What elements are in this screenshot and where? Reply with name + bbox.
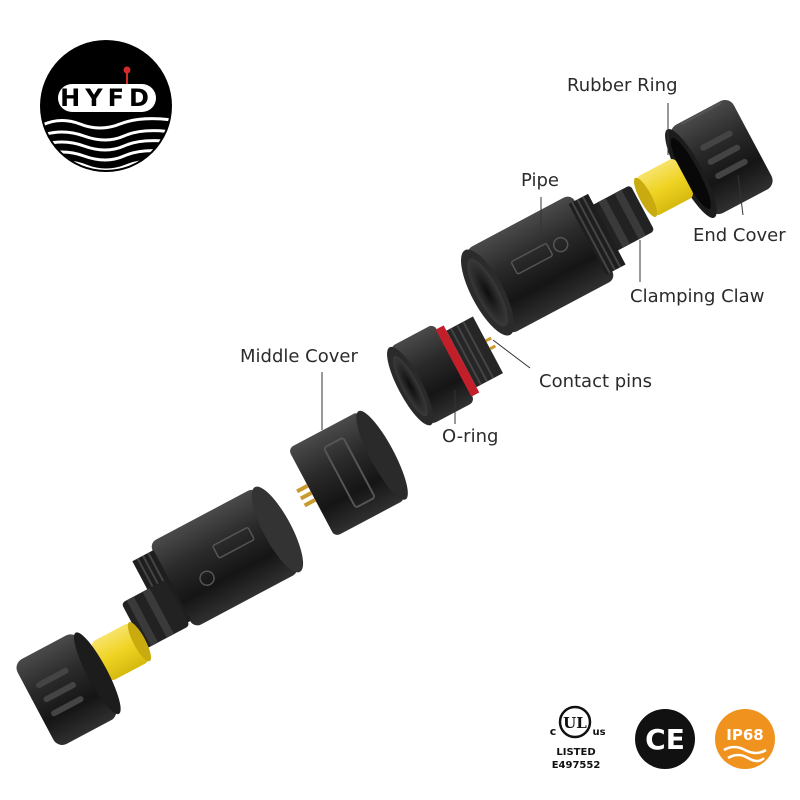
end-cover-part: [665, 99, 773, 218]
ul-listed-mark: UL c us LISTED E497552: [550, 705, 606, 771]
ce-mark: CE: [635, 709, 695, 769]
logo-text: HYFD: [60, 84, 154, 112]
ip68-text: IP68: [726, 726, 763, 744]
pipe-part: [461, 193, 626, 336]
o-ring-part: [435, 325, 480, 397]
label-middle-cover: Middle Cover: [240, 346, 358, 367]
ul-listed-text: LISTED: [556, 747, 595, 758]
ul-mark-text: UL: [563, 714, 587, 732]
leader-lines: [321, 103, 744, 430]
brand-logo: HYFD: [40, 40, 172, 172]
label-rubber-ring: Rubber Ring: [567, 75, 678, 96]
label-pipe: Pipe: [521, 170, 559, 191]
label-o-ring: O-ring: [442, 426, 498, 447]
middle-cover-part: [290, 410, 408, 535]
ip68-mark: IP68: [715, 709, 775, 769]
ul-us-text: us: [592, 727, 605, 738]
rubber-ring-lower-part: [92, 622, 152, 680]
ul-c-text: c: [550, 725, 557, 738]
rubber-ring-part: [633, 159, 693, 217]
end-cover-lower-part: [16, 632, 121, 745]
contact-insert-part: [387, 316, 503, 426]
label-clamping-claw: Clamping Claw: [630, 286, 764, 307]
label-contact-pins: Contact pins: [539, 371, 652, 392]
ce-text: CE: [645, 723, 685, 756]
label-end-cover: End Cover: [693, 225, 786, 246]
ul-number-text: E497552: [552, 760, 601, 771]
